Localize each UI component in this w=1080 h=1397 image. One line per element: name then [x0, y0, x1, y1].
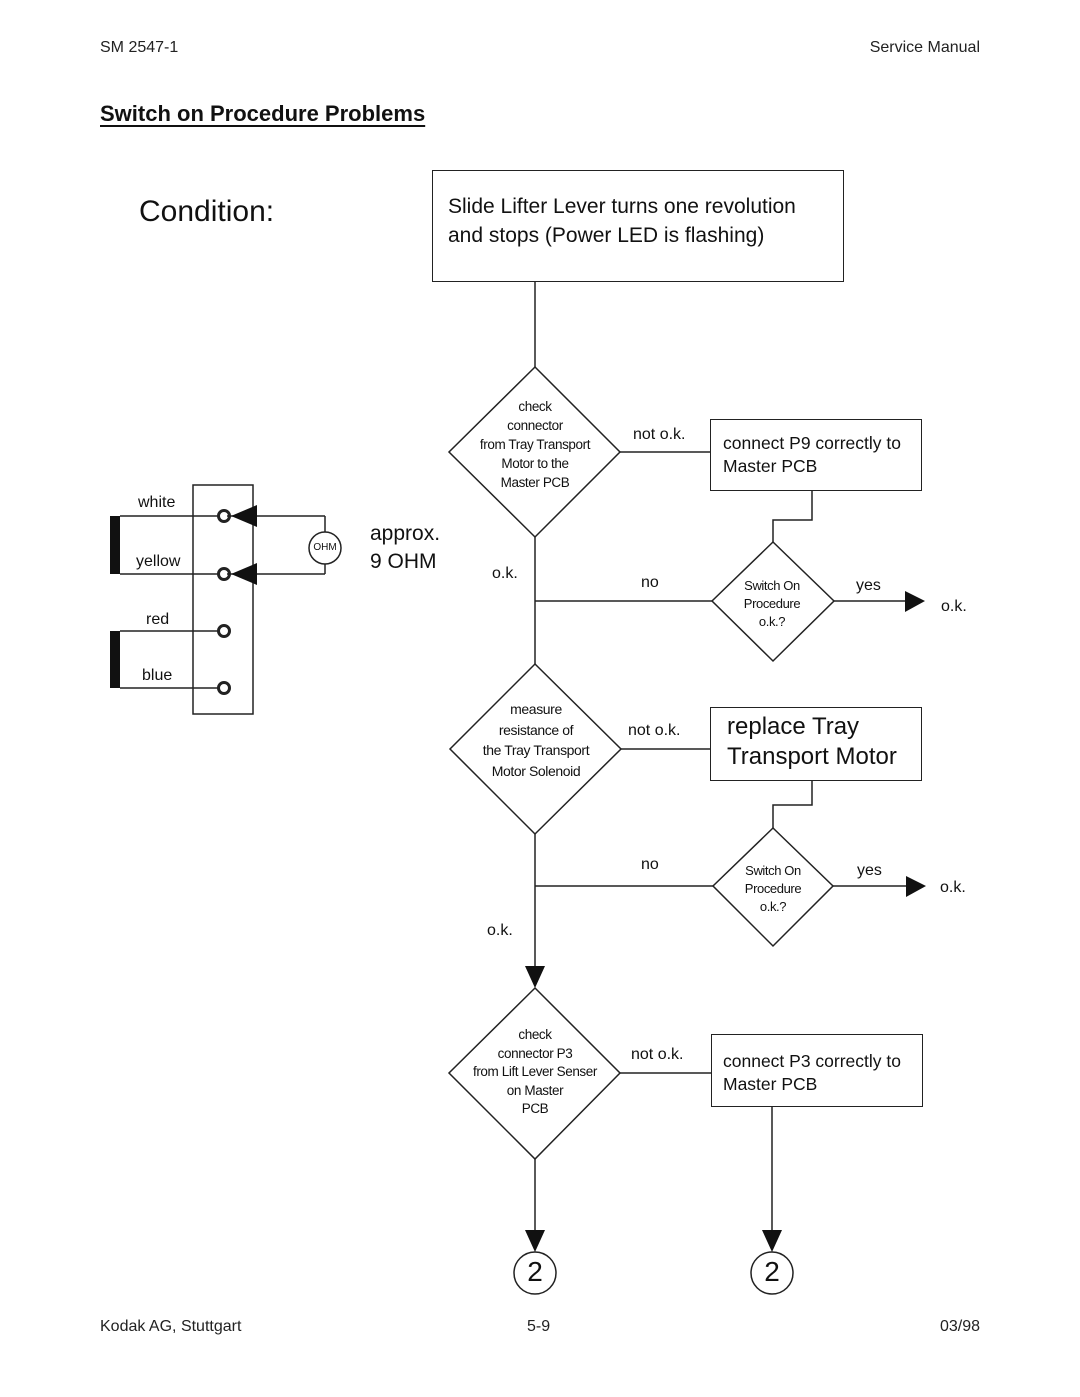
decision1-line: Motor to the — [501, 456, 569, 471]
wire-bundle — [110, 631, 120, 688]
flow-line — [772, 780, 813, 828]
action1-line1: connect P9 correctly to — [723, 433, 901, 453]
decision1-no-label: not o.k. — [633, 426, 686, 443]
wire-label-yellow: yellow — [136, 553, 181, 570]
ohm-meter — [308, 531, 342, 565]
wire-label-blue: blue — [142, 667, 173, 684]
check2-text: Switch On Procedure o.k.? — [723, 862, 823, 916]
decision2-yes-label: o.k. — [487, 922, 513, 939]
footer-date: 03/98 — [939, 1318, 980, 1335]
check-diamond — [710, 540, 836, 663]
footer-company: Kodak AG, Stuttgart — [100, 1318, 242, 1335]
action3-line2: Master PCB — [723, 1074, 818, 1094]
decision2-line: measure — [510, 701, 562, 717]
arrow-down — [762, 1230, 782, 1252]
decision2-line: Motor Solenoid — [491, 762, 581, 779]
decision2-line: resistance of — [498, 721, 574, 738]
condition-box: Slide Lifter Lever turns one revolution … — [432, 170, 844, 282]
decision2-line: the Tray Transport — [482, 742, 590, 758]
action1-line2: Master PCB — [723, 456, 818, 476]
decision-diamond — [447, 365, 622, 539]
doc-type: Service Manual — [869, 39, 980, 56]
check1-line: Switch On — [744, 578, 800, 593]
action3-box: connect P3 correctly to Master PCB — [711, 1034, 923, 1107]
ohm-meter-label: OHM — [313, 542, 337, 553]
connector-right-label: 2 — [764, 1256, 780, 1287]
check1-result: o.k. — [941, 598, 967, 615]
check2-line: Procedure — [744, 881, 802, 896]
action2-line1: replace Tray — [727, 713, 860, 740]
decision3-line: from Lift Lever Senser — [472, 1064, 597, 1079]
decision1-line: connector — [507, 418, 563, 433]
arrow-right — [905, 591, 925, 612]
decision-diamond — [447, 986, 622, 1161]
section-title: Switch on Procedure Problems — [100, 101, 426, 126]
action2-line2: Transport Motor — [727, 743, 897, 770]
flow-line — [772, 490, 813, 542]
check2-no-label: no — [641, 856, 659, 873]
action3-line1: connect P3 correctly to — [723, 1051, 901, 1071]
condition-text-line1: Slide Lifter Lever turns one revolution — [448, 195, 796, 218]
arrow-down — [525, 966, 545, 988]
probe-arrow — [231, 563, 257, 585]
decision3-line: on Master — [506, 1082, 564, 1098]
check-diamond — [711, 826, 835, 948]
action2-box: replace Tray Transport Motor — [710, 707, 922, 781]
check1-yes-label: yes — [856, 577, 881, 594]
terminal-block — [192, 484, 254, 715]
decision3-line: PCB — [521, 1101, 549, 1116]
decision-diamond — [448, 662, 623, 836]
action1-box: connect P9 correctly to Master PCB — [710, 419, 922, 491]
decision3-line: check — [518, 1027, 552, 1042]
decision1-yes-label: o.k. — [492, 565, 518, 582]
decision3-line: connector P3 — [497, 1045, 573, 1061]
decision1-line: from Tray Transport — [479, 437, 591, 452]
arrow-down — [525, 1230, 545, 1252]
wire-bundle — [110, 516, 120, 574]
decision3-text: check connector P3 from Lift Lever Sense… — [455, 1026, 615, 1119]
doc-number: SM 2547-1 — [100, 39, 179, 56]
reading-line2: 9 OHM — [370, 550, 437, 573]
wire-label-white: white — [138, 494, 176, 511]
condition-text-line2: and stops (Power LED is flashing) — [448, 224, 765, 247]
check1-text: Switch On Procedure o.k.? — [722, 577, 822, 631]
probe-arrow — [231, 505, 257, 527]
decision2-no-label: not o.k. — [628, 722, 681, 739]
wire-label-red: red — [146, 611, 170, 628]
footer-page: 5-9 — [527, 1318, 551, 1335]
check1-line: Procedure — [743, 596, 801, 611]
check2-yes-label: yes — [857, 862, 882, 879]
check2-line: o.k.? — [759, 899, 787, 914]
check1-no-label: no — [641, 574, 659, 591]
decision1-line: Master PCB — [500, 475, 570, 490]
decision1-text: check connector from Tray Transport Moto… — [455, 397, 615, 492]
check1-line: o.k.? — [758, 614, 786, 629]
decision3-no-label: not o.k. — [631, 1046, 684, 1063]
arrow-right — [906, 876, 926, 897]
condition-label: Condition: — [139, 195, 275, 228]
connector-left-label: 2 — [527, 1256, 543, 1287]
decision2-text: measure resistance of the Tray Transport… — [455, 699, 617, 781]
reading-line1: approx. — [370, 522, 441, 545]
check2-result: o.k. — [940, 879, 966, 896]
decision1-line: check — [518, 399, 552, 414]
check2-line: Switch On — [745, 863, 801, 878]
